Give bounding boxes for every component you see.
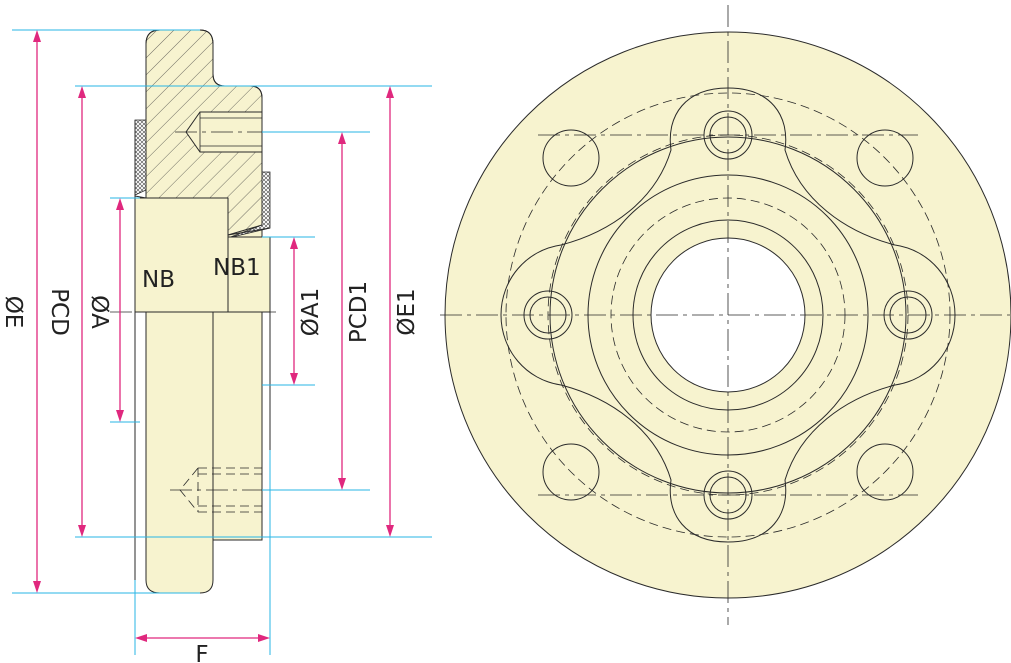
label-dia-e: ØE	[0, 296, 26, 329]
dimension-lines	[33, 30, 394, 642]
label-nb1: NB1	[213, 255, 261, 281]
dimension-labels: ØE PCD ØA NB NB1 ØA1 PCD1 ØE1 F	[0, 255, 420, 663]
label-pcd1: PCD1	[346, 281, 372, 343]
side-section-view	[110, 29, 370, 594]
outer-bolt-hole-tr	[856, 129, 914, 187]
outer-bolt-holes	[542, 129, 914, 501]
gasket-strip-lower	[227, 171, 271, 239]
flange-body	[145, 311, 263, 594]
label-dia-e1: ØE1	[394, 288, 420, 335]
label-pcd: PCD	[46, 288, 72, 336]
tapped-hole-lower	[179, 467, 262, 513]
label-nb: NB	[142, 267, 175, 293]
outer-bolt-hole-tl	[542, 129, 600, 187]
label-dia-a: ØA	[86, 295, 112, 329]
front-view	[440, 5, 1011, 625]
label-dia-a1: ØA1	[298, 288, 324, 336]
nb1-bore	[227, 236, 271, 313]
outer-bolt-hole-br	[856, 443, 914, 501]
outer-bolt-hole-bl	[542, 443, 600, 501]
extension-lines	[12, 29, 432, 655]
label-f: F	[195, 642, 208, 663]
gasket-strip	[134, 119, 147, 196]
inner-lobed-plate	[500, 87, 956, 543]
